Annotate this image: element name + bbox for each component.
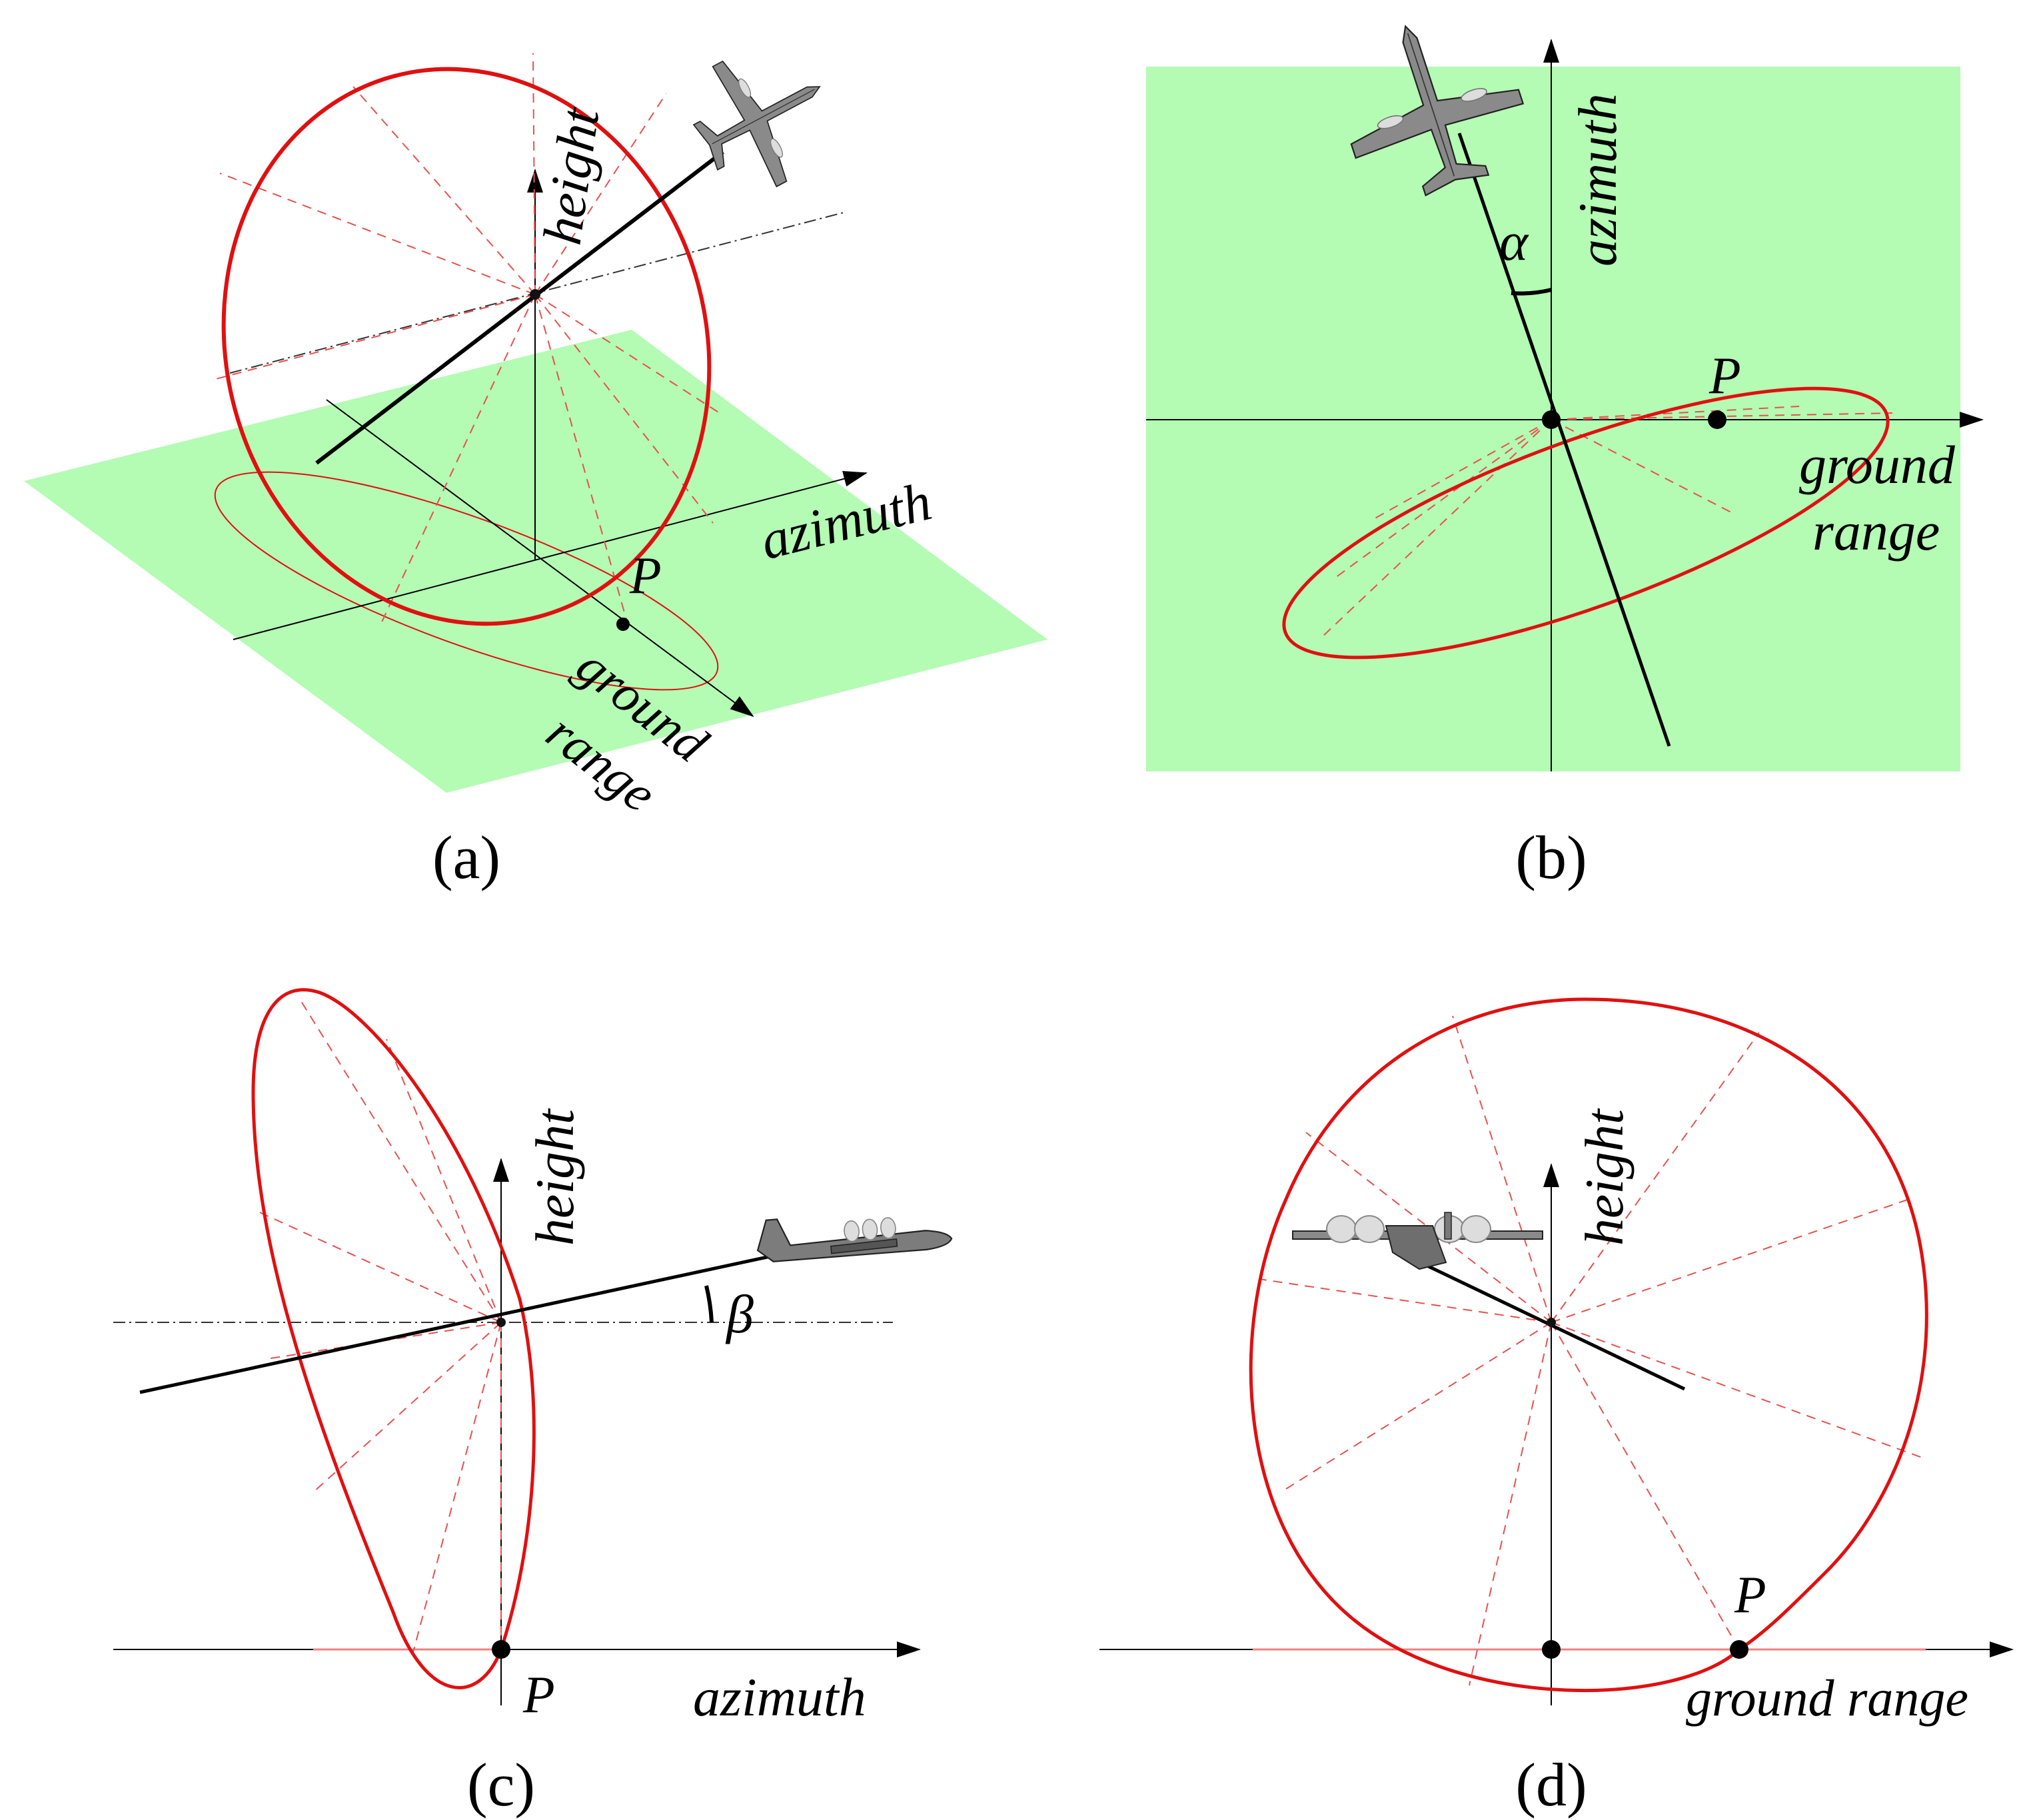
caption-b: (b) bbox=[1515, 823, 1587, 891]
caption-a: (a) bbox=[432, 823, 500, 891]
point-p-marker-c bbox=[492, 1640, 510, 1659]
center-point bbox=[530, 289, 540, 300]
flight-path bbox=[315, 150, 724, 465]
label-azimuth-b: azimuth bbox=[1567, 93, 1628, 266]
flight-track-b bbox=[1457, 133, 1671, 747]
label-p-b: P bbox=[1708, 346, 1741, 404]
panel-b: azimuth α P ground range (b) bbox=[1146, 0, 1984, 891]
label-ground-range-d: ground range bbox=[1686, 1669, 1968, 1727]
doppler-ellipse bbox=[221, 67, 712, 626]
label-p-c: P bbox=[522, 1665, 555, 1723]
ground-ellipse bbox=[214, 471, 719, 691]
caption-d: (d) bbox=[1515, 1751, 1587, 1819]
aircraft-icon bbox=[1292, 1212, 1543, 1270]
doppler-circle-d bbox=[1249, 997, 1928, 1693]
point-p-marker bbox=[616, 618, 630, 631]
panel-c: height β P azimuth (c) bbox=[113, 988, 954, 1819]
point-p-marker-b bbox=[1708, 410, 1726, 429]
aircraft-icon bbox=[673, 26, 852, 209]
label-beta: β bbox=[725, 1284, 754, 1344]
angle-beta-arc bbox=[704, 1285, 714, 1323]
angle-alpha-arc bbox=[1511, 288, 1552, 296]
flight-path-c bbox=[139, 1244, 820, 1394]
label-azimuth-c: azimuth bbox=[693, 1667, 866, 1727]
panel-a: height azimuth P ground range (a) bbox=[24, 26, 1047, 891]
label-p-d: P bbox=[1734, 1566, 1766, 1623]
label-height-a: height bbox=[532, 103, 611, 248]
ellipse-spokes-c bbox=[259, 999, 502, 1653]
center-point-b bbox=[1542, 410, 1561, 429]
flight-path-d bbox=[1398, 1250, 1686, 1391]
label-p-a: P bbox=[629, 546, 662, 604]
nadir-point-d bbox=[1542, 1640, 1561, 1659]
doppler-ellipse-c bbox=[251, 988, 536, 1689]
panel-d: height P ground range (d) bbox=[1099, 997, 2014, 1819]
label-height-c: height bbox=[524, 1108, 585, 1246]
caption-c: (c) bbox=[467, 1751, 535, 1819]
circle-spokes-d bbox=[1259, 1015, 1926, 1686]
label-alpha: α bbox=[1499, 211, 1529, 272]
label-ground-b: ground bbox=[1799, 434, 1956, 495]
center-point-c bbox=[496, 1318, 506, 1327]
azimuth-axis bbox=[233, 471, 868, 640]
center-point-d bbox=[1547, 1318, 1556, 1327]
point-p-marker-d bbox=[1730, 1640, 1748, 1659]
aircraft-icon bbox=[754, 1203, 954, 1265]
ground-ellipse-b bbox=[1282, 386, 1890, 660]
ground-range-axis bbox=[326, 399, 754, 717]
label-height-d: height bbox=[1574, 1108, 1635, 1246]
label-range-b: range bbox=[1812, 501, 1940, 562]
ground-plane bbox=[24, 330, 1047, 793]
